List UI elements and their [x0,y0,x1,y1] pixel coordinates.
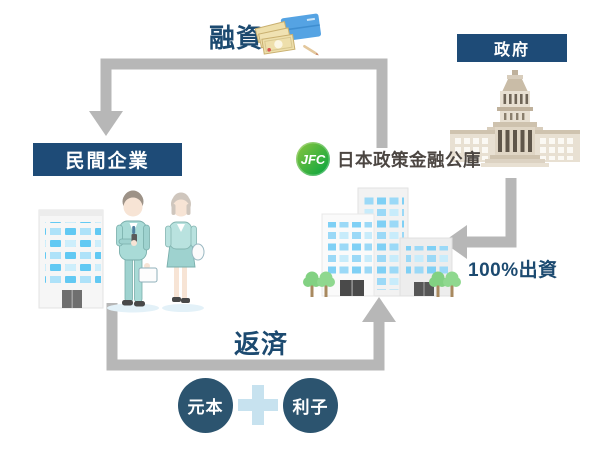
private-company-box: 民間企業 [33,143,182,176]
repayment-arrow [106,297,396,371]
investment-arrow [443,178,517,259]
principal-label: 元本 [187,398,224,417]
private-company-label: 民間企業 [65,151,150,172]
jfc-node: JFC 日本政策金融公庫 [296,142,481,176]
national-diet-building-icon [450,70,580,167]
interest-label: 利子 [292,398,329,417]
jfc-name: 日本政策金融公庫 [337,149,481,170]
loan-arrow [89,58,388,148]
jfc-office-building-icon [303,187,461,297]
interest-circle: 利子 [283,378,338,433]
businesswoman [165,192,205,303]
jfc-logo-text: JFC [300,151,326,167]
loan-label: 融資 [209,23,264,53]
businessman [116,190,158,307]
government-box: 政府 [457,34,567,62]
principal-circle: 元本 [178,378,233,433]
cash-and-passbook-icon [254,13,322,56]
repayment-label: 返済 [234,329,289,359]
company-building-and-businesspeople-icon [38,190,205,313]
investment-label: 100%出資 [468,260,558,281]
jfc-logo-icon: JFC [296,142,330,176]
tree-icon [303,271,461,297]
plus-icon [238,385,278,425]
government-label: 政府 [493,42,530,59]
